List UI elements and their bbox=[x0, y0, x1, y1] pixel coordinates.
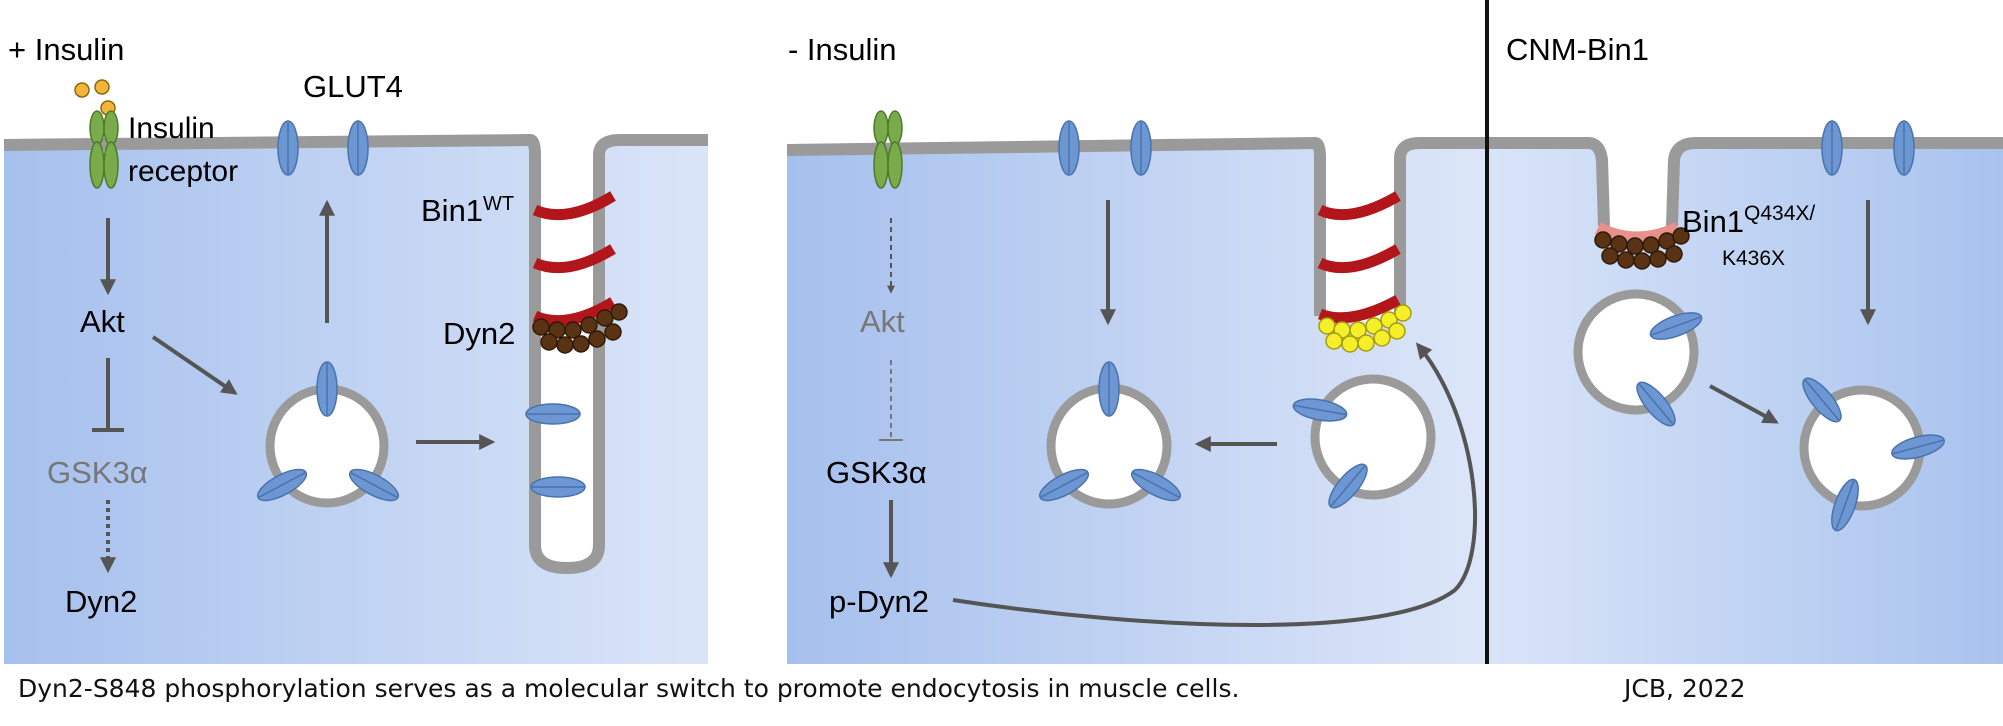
panel-title: + Insulin bbox=[8, 32, 124, 67]
gsk3a-label: GSK3α bbox=[826, 455, 927, 490]
plasma-membrane bbox=[3, 133, 708, 575]
insulin-molecule-icon bbox=[74, 82, 90, 98]
panel-cnm-bin1: CNM-Bin1 Bin1Q434X/ K436X bbox=[1489, 32, 2003, 664]
arrow-icon bbox=[1709, 384, 1779, 424]
insulin-receptor-label: Insulin bbox=[128, 112, 215, 145]
bin1-ring-icon bbox=[532, 244, 616, 274]
panel-minus-insulin: - Insulin Akt GSK3α p-Dyn2 bbox=[786, 32, 1487, 664]
akt-label: Akt bbox=[80, 304, 125, 339]
glut4-transporter-icon bbox=[530, 476, 586, 498]
akt-label: Akt bbox=[860, 304, 905, 339]
vesicle-icon bbox=[1573, 289, 1699, 415]
glut4-transporter-icon bbox=[347, 120, 369, 176]
glut4-transporter-icon bbox=[1821, 120, 1843, 176]
gsk3a-label: GSK3α bbox=[47, 455, 148, 490]
panel-title: - Insulin bbox=[788, 32, 897, 67]
vesicle-icon bbox=[1310, 374, 1436, 500]
glut4-transporter-icon bbox=[1058, 120, 1080, 176]
figure-citation: JCB, 2022 bbox=[1624, 674, 1746, 703]
glut4-transporter-icon bbox=[316, 361, 338, 417]
bin1-mutant-label: Bin1Q434X/ bbox=[1682, 202, 1815, 239]
glut4-transporter-icon bbox=[1130, 120, 1152, 176]
glut4-transporter-icon bbox=[1098, 361, 1120, 417]
arrow-icon bbox=[952, 342, 1477, 627]
panel-title: CNM-Bin1 bbox=[1506, 32, 1649, 67]
figure-caption: Dyn2-S848 phosphorylation serves as a mo… bbox=[18, 674, 1240, 703]
dyn2-tubule-label: Dyn2 bbox=[443, 316, 515, 351]
plasma-membrane bbox=[1489, 137, 2003, 227]
bin1-wt-label: Bin1WT bbox=[421, 193, 514, 228]
panel-plus-insulin: + Insulin Insulin receptor GLUT4 Akt GSK… bbox=[3, 32, 708, 664]
glut4-transporter-icon bbox=[277, 120, 299, 176]
bin1-ring-icon bbox=[532, 191, 616, 221]
p-dyn2-label: p-Dyn2 bbox=[829, 584, 929, 619]
glut4-transporter-icon bbox=[525, 403, 581, 425]
glut4-label: GLUT4 bbox=[303, 69, 403, 104]
insulin-molecule-icon bbox=[94, 79, 110, 95]
bin1-ring-icon bbox=[1317, 295, 1401, 324]
glut4-transporter-icon bbox=[1893, 120, 1915, 176]
insulin-receptor-icon bbox=[89, 110, 119, 189]
bin1-ring-icon bbox=[1317, 191, 1401, 221]
arrow-icon bbox=[151, 335, 238, 395]
insulin-receptor-label: receptor bbox=[128, 155, 238, 188]
insulin-receptor-icon bbox=[873, 110, 903, 189]
bin1-mutant-label-line2: K436X bbox=[1722, 247, 1785, 270]
bin1-ring-icon bbox=[1317, 244, 1401, 274]
dyn2-label: Dyn2 bbox=[65, 584, 137, 619]
